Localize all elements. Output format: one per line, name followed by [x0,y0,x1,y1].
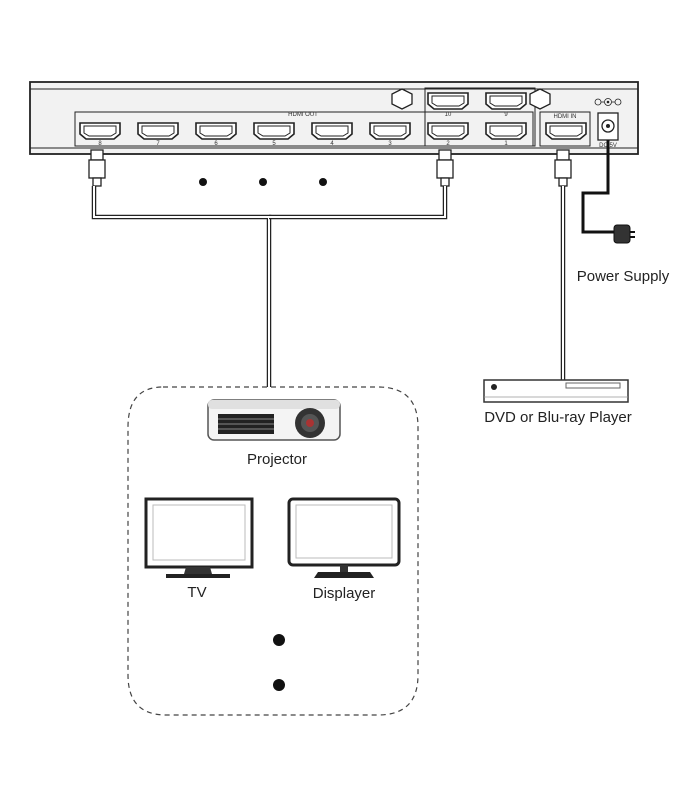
hdmi-cable-out-left [88,149,272,387]
power-supply-label: Power Supply [577,268,670,285]
hdmi-out-port-1 [485,122,527,140]
displayer-label: Displayer [313,585,376,602]
tv-label: TV [187,584,206,601]
hdmi-cable-out-right [269,149,454,220]
mount-hole-left [391,88,413,110]
more-displays-dot-1 [273,634,285,646]
ellipsis-dot-2 [259,178,267,186]
port-number-9: 9 [504,112,508,118]
port-number-4: 4 [330,141,334,147]
port-number-10: 10 [445,112,452,118]
hdmi-out-port-4 [311,122,353,140]
hdmi-out-port-10 [427,92,469,110]
hdmi-out-port-2 [427,122,469,140]
power-cable [581,140,614,234]
projector-label: Projector [247,451,307,468]
hdmi-in-label: HDMI IN [554,114,577,120]
port-number-3: 3 [388,141,392,147]
hdmi-out-port-3 [369,122,411,140]
port-number-1: 1 [504,141,508,147]
hdmi-cable-in [554,149,572,380]
port-number-7: 7 [156,141,160,147]
dc-power-jack [594,98,622,141]
hdmi-out-port-6 [195,122,237,140]
ellipsis-dot-1 [199,178,207,186]
projector-icon [207,399,341,441]
port-number-6: 6 [214,141,218,147]
dvd-player-label: DVD or Blu-ray Player [484,409,632,426]
port-number-8: 8 [98,141,102,147]
hdmi-out-port-7 [137,122,179,140]
polarity-symbol [594,98,622,106]
tv-icon [144,497,254,578]
hdmi-out-port-9 [485,92,527,110]
more-displays-dot-2 [273,679,285,691]
hdmi-out-port-5 [253,122,295,140]
ellipsis-dot-3 [319,178,327,186]
mount-hole-right [529,88,551,110]
power-adapter-icon [613,224,635,244]
displayer-icon [287,497,401,578]
hdmi-plug-right [436,149,454,187]
hdmi-splitter: HDMI OUT HDMI IN DC 5V 8 7 6 5 4 3 2 1 [29,81,639,155]
dvd-player-icon [483,379,629,403]
port-number-2: 2 [446,141,450,147]
hdmi-out-port-8 [79,122,121,140]
hdmi-plug-in [554,149,572,187]
hdmi-in-port [545,122,587,140]
hdmi-plug-left [88,149,106,187]
hdmi-out-label: HDMI OUT [288,112,318,118]
port-number-5: 5 [272,141,276,147]
port-numbers: 8 7 6 5 4 3 2 1 10 9 [98,112,508,147]
